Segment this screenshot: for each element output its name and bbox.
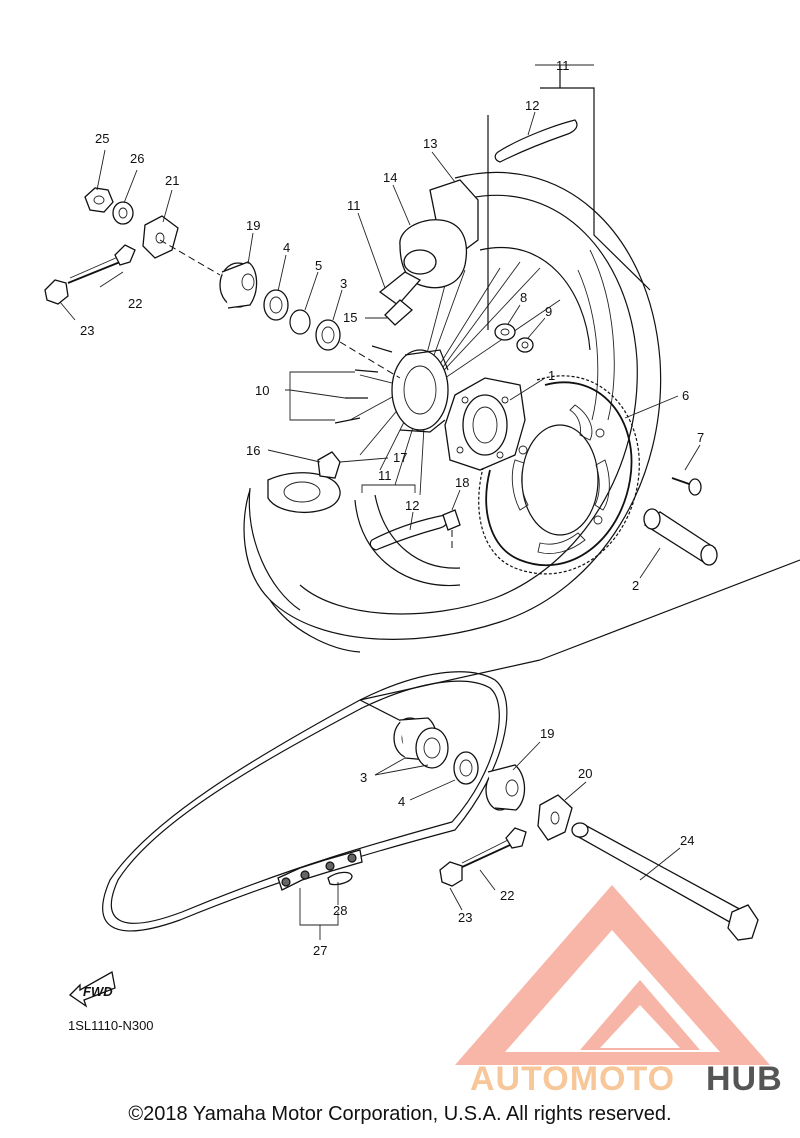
callout-3-top: 3 [340, 276, 347, 291]
fwd-arrow-icon: FWD [68, 970, 116, 1008]
brake-parts-13-14 [378, 179, 479, 326]
callout-22-low: 22 [500, 888, 514, 903]
watermark-text-secondary: HUB [706, 1060, 783, 1098]
callout-18: 18 [455, 475, 469, 490]
callout-17: 17 [393, 450, 407, 465]
callout-27: 27 [313, 943, 327, 958]
callout-19-top: 19 [246, 218, 260, 233]
chain-part-27 [102, 671, 508, 932]
callout-labels: 11 12 13 14 11 25 26 21 19 4 5 3 15 8 9 … [80, 58, 704, 958]
callout-19-low: 19 [540, 726, 554, 741]
callout-26: 26 [130, 151, 144, 166]
master-link-part-28 [277, 849, 363, 891]
callout-23-low: 23 [458, 910, 472, 925]
sprocket-hub-part-1 [444, 377, 526, 471]
leader-lines [59, 64, 701, 940]
valve-part-18 [442, 509, 461, 550]
callout-21: 21 [165, 173, 179, 188]
callout-11-top: 11 [556, 58, 570, 73]
callout-10: 10 [255, 383, 269, 398]
rim-band-part-12 [369, 119, 578, 551]
callout-6: 6 [682, 388, 689, 403]
tire [243, 171, 662, 653]
callout-13: 13 [423, 136, 437, 151]
callout-12-low: 12 [405, 498, 419, 513]
callout-8: 8 [520, 290, 527, 305]
fwd-label: FWD [83, 984, 113, 999]
right-axle-parts [393, 717, 759, 941]
hub [391, 349, 449, 433]
callout-5: 5 [315, 258, 322, 273]
callout-16: 16 [246, 443, 260, 458]
callout-23-top: 23 [80, 323, 94, 338]
spacer-part-2 [643, 508, 718, 566]
callout-22-top: 22 [128, 296, 142, 311]
bolt-part-7 [671, 477, 702, 496]
sprocket-part-6 [478, 375, 640, 575]
callout-25: 25 [95, 131, 109, 146]
callout-14: 14 [383, 170, 397, 185]
callout-15: 15 [343, 310, 357, 325]
copyright-notice: ©2018 Yamaha Motor Corporation, U.S.A. A… [128, 1103, 672, 1125]
callout-3-low: 3 [360, 770, 367, 785]
callout-11-mid: 11 [347, 198, 361, 213]
callout-4-top: 4 [283, 240, 290, 255]
diagram-code: 1SL1110-N300 [68, 1018, 154, 1033]
callout-24: 24 [680, 833, 694, 848]
callout-4-low: 4 [398, 794, 405, 809]
callout-2: 2 [632, 578, 639, 593]
callout-11-low: 11 [378, 468, 392, 483]
watermark-text-primary: AUTOMOTO [470, 1060, 675, 1098]
callout-7: 7 [697, 430, 704, 445]
left-axle-parts [44, 187, 401, 379]
callout-12-top: 12 [525, 98, 539, 113]
callout-1: 1 [548, 368, 555, 383]
spacers-8-9 [494, 323, 534, 353]
spoke-nipples-part-10 [334, 345, 393, 424]
watermark-text: AUTOMOTO HUB [470, 1060, 783, 1098]
callout-28: 28 [333, 903, 347, 918]
chain-puller-part-16 [248, 451, 341, 611]
watermark-logo [455, 885, 770, 1065]
callout-9: 9 [545, 304, 552, 319]
callout-20: 20 [578, 766, 592, 781]
